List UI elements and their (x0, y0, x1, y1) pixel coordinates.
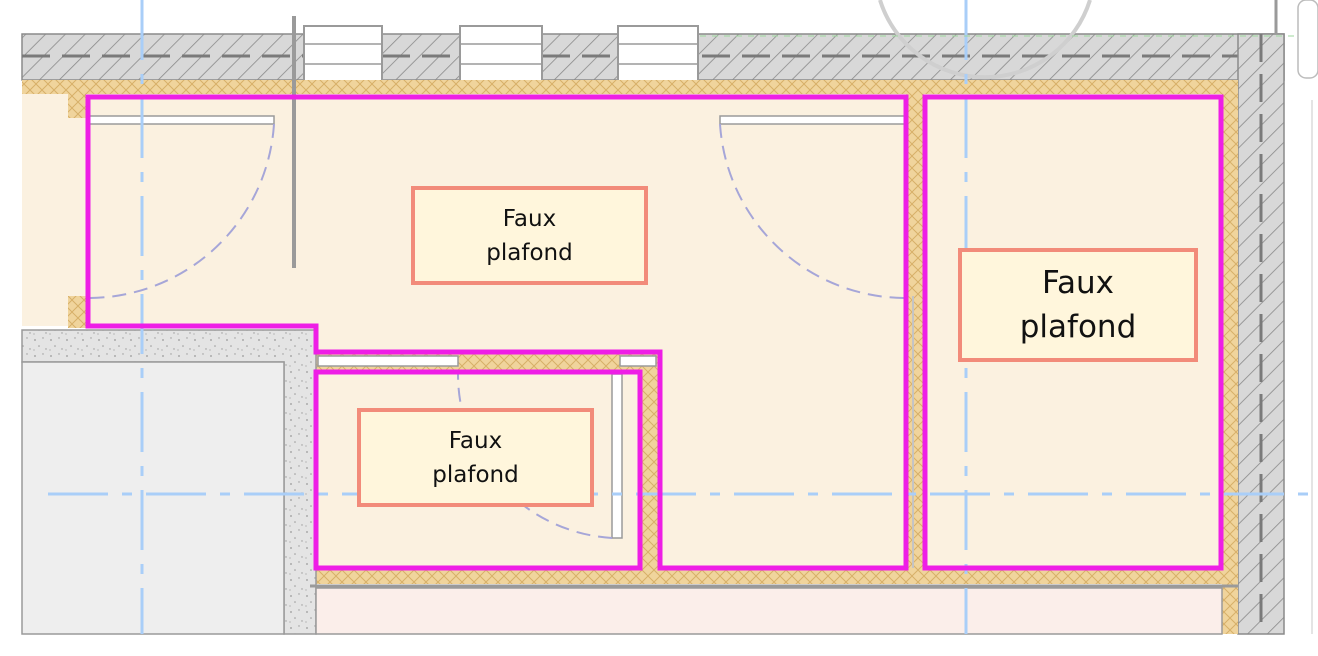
insulation-top (22, 80, 1238, 94)
partition-vertical (906, 94, 924, 568)
ceiling-tag-line1: Faux (1042, 265, 1114, 301)
room-boundary-main (85, 94, 909, 571)
view-cube-fragment[interactable] (1297, 0, 1318, 79)
partition-left-post-bottom (68, 296, 86, 328)
exterior-wall-right (1237, 33, 1285, 635)
ceiling-tag[interactable]: Faux plafond (411, 186, 648, 285)
door-jamb (317, 355, 459, 367)
door-jamb (619, 355, 657, 367)
room-boundary-small (313, 369, 643, 571)
ceiling-tag-line1: Faux (502, 205, 557, 232)
room-left-fill (22, 94, 88, 326)
room-boundary-right (922, 94, 1224, 571)
ceiling-tag-line2: plafond (1019, 309, 1137, 345)
ceiling-tag-line2: plafond (486, 239, 573, 266)
door-swing-arc-top (878, 0, 1092, 80)
room-lower-left (21, 361, 285, 635)
partition-small-right (640, 352, 660, 568)
insulation-right (1222, 80, 1238, 634)
ceiling-tag-line1: Faux (448, 427, 503, 454)
ceiling-tag-line2: plafond (432, 461, 519, 488)
room-lower-right (315, 587, 1223, 635)
partition-bottom (310, 568, 1238, 584)
ceiling-tag[interactable]: Faux plafond (958, 248, 1198, 362)
partition-left-post-top (68, 94, 86, 118)
ceiling-tag[interactable]: Faux plafond (357, 408, 594, 507)
